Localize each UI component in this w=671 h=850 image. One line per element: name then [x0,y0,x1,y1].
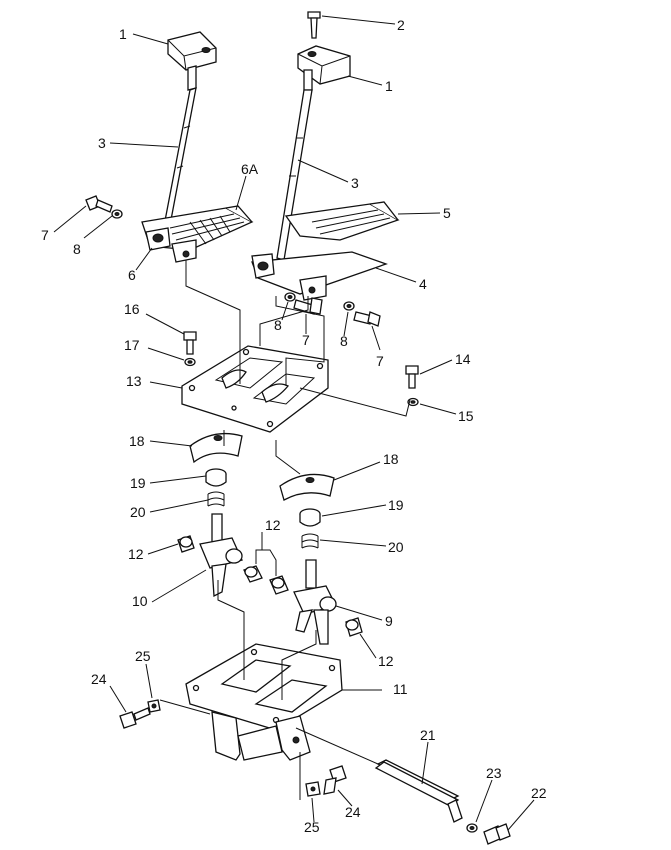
cap-19-right [299,508,321,527]
callout-label: 10 [132,593,148,609]
callout-label: 8 [340,333,348,349]
callout-label: 12 [128,546,144,562]
callout-label: 5 [443,205,451,221]
right-screw-2 [307,11,321,39]
callout-label: 8 [73,241,81,257]
callout-label: 19 [388,497,404,513]
shaft-arm-10 [199,513,243,598]
bushing-12-mid-a [243,565,263,583]
shaft-arm-9 [293,559,337,645]
callout-label: 21 [420,727,436,743]
callout-label: 25 [135,648,151,664]
callout-label: 12 [378,653,394,669]
spring-20-right [301,533,319,549]
right-lever-knob [297,45,351,91]
assembly-lines [159,260,411,800]
left-lever-rod [163,87,197,227]
callout-label: 17 [124,337,140,353]
left-washer-8 [111,209,123,219]
upper-plate-13 [181,345,329,433]
washer-23 [466,823,478,833]
callout-label: 20 [388,539,404,555]
callout-label: 3 [351,175,359,191]
callout-label: 14 [455,351,471,367]
callout-label: 8 [274,317,282,333]
nut-25-bottom [305,781,321,797]
callout-label: 7 [302,332,310,348]
callout-label: 1 [385,78,393,94]
callout-label: 24 [91,671,107,687]
pin-21 [374,759,463,823]
callout-label: 11 [393,681,408,697]
callout-label: 20 [130,504,146,520]
callout-label: 22 [531,785,547,801]
bolt-22 [483,823,511,845]
right-pedal-5 [284,201,400,241]
callout-label: 25 [304,819,320,835]
callout-label: 16 [124,301,140,317]
left-bracket-6 [145,227,197,263]
callout-label: 3 [98,135,106,151]
bolt-16 [183,331,197,355]
bushing-12-mid-b [269,575,289,595]
callout-label: 13 [126,373,142,389]
right-plate-4 [251,251,388,301]
callout-label: 12 [265,517,281,533]
callout-label: 19 [130,475,146,491]
bolt-14 [405,365,419,389]
callout-label: 15 [458,408,474,424]
callout-labels: 1 2 1 3 3 6A 5 7 8 6 4 8 7 8 7 16 17 13 … [41,17,547,835]
right-washers-8 [284,292,355,311]
callout-label: 18 [129,433,145,449]
bolt-24-bottom [323,765,347,795]
seal-18-left [189,432,243,464]
seal-18-right [279,473,335,501]
callout-label: 23 [486,765,502,781]
washer-15 [407,397,419,407]
bolt-24-left [119,707,151,729]
callout-label: 6A [241,161,259,177]
right-bolts-7 [293,297,381,327]
callout-label: 24 [345,804,361,820]
callout-label: 18 [383,451,399,467]
spring-20-left [207,491,225,507]
callout-label: 7 [376,353,384,369]
callout-label: 1 [119,26,127,42]
bushing-12-left [177,535,195,553]
washer-17 [184,357,196,367]
nut-25-left [147,699,161,713]
left-bolt-7 [85,195,113,213]
left-lever-knob [167,31,217,91]
base-plate-11 [185,643,343,761]
bushing-12-right [345,617,363,637]
callout-label: 7 [41,227,49,243]
callout-label: 9 [385,613,393,629]
callout-label: 6 [128,267,136,283]
callout-label: 4 [419,276,427,292]
callout-label: 2 [397,17,405,33]
callout-leaders [53,15,535,831]
cap-19-left [205,468,227,487]
